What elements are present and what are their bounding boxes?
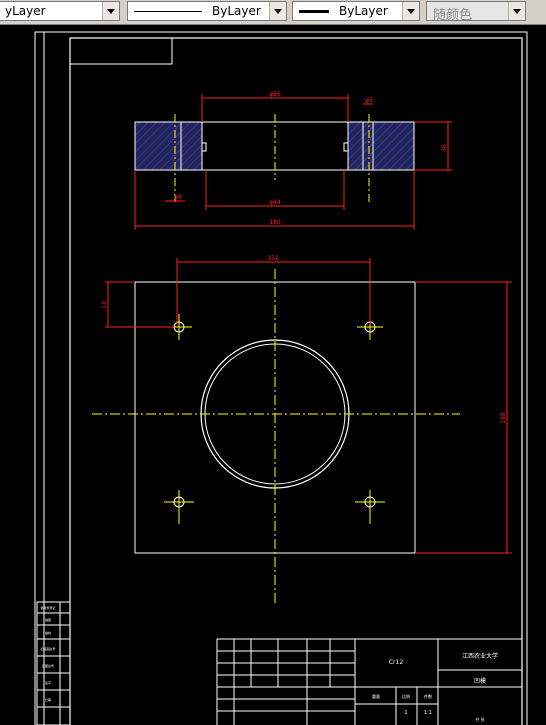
side-table — [36, 601, 71, 725]
ratio-value: 1:1 — [424, 710, 432, 716]
hatch-left — [135, 122, 202, 170]
section-view — [134, 114, 415, 202]
title-block — [216, 638, 523, 725]
side-label-1: 借用件登记 — [40, 605, 55, 610]
chevron-down-icon[interactable] — [508, 2, 525, 20]
linetype-sample — [134, 11, 202, 12]
inner-frame — [69, 37, 523, 725]
part-name: 凹模 — [474, 677, 486, 685]
linetype-dropdown[interactable]: ByLayer — [127, 1, 287, 21]
side-label-7: 日期 — [45, 697, 51, 702]
drawing-canvas[interactable]: φ86 φ5 30 φ8 φ44 180 — [0, 24, 546, 725]
qty-value: 1 — [404, 710, 407, 716]
top-left-label-box — [69, 37, 173, 65]
scale-label: 比例 — [402, 693, 410, 699]
plan-dimensions — [105, 258, 512, 554]
dim-overall: 180 — [269, 219, 281, 226]
plan-view — [92, 269, 460, 604]
lineweight-sample — [299, 10, 329, 13]
dim-hole-spacing: 152 — [267, 255, 279, 262]
layer-dropdown[interactable]: yLayer — [0, 1, 120, 21]
chevron-down-icon[interactable] — [102, 2, 119, 20]
color-dropdown[interactable]: 随颜色 — [426, 1, 526, 23]
linetype-value: ByLayer — [212, 4, 261, 18]
dim-left-offset: 13 — [101, 301, 108, 309]
outer-frame — [34, 31, 528, 725]
material-label: Cr12 — [389, 659, 403, 666]
properties-toolbar: yLayer ByLayer ByLayer 随颜色 — [0, 0, 546, 25]
chevron-down-icon[interactable] — [402, 2, 419, 20]
side-label-4: 旧底图总号 — [40, 646, 55, 651]
lineweight-dropdown[interactable]: ByLayer — [292, 1, 420, 21]
section-dimensions — [134, 94, 452, 230]
side-label-5: 底图总号 — [42, 663, 54, 668]
chevron-down-icon[interactable] — [269, 2, 286, 20]
side-label-6: 签字 — [45, 680, 51, 685]
hatch-right — [348, 122, 414, 170]
dim-right-height: 188 — [500, 412, 507, 424]
dim-top-width: φ86 — [269, 91, 281, 98]
count-label: 件数 — [424, 693, 432, 699]
dim-small-top: φ5 — [365, 97, 373, 104]
weight-label: 重量 — [372, 693, 380, 699]
bolt-hole-bottom-right — [355, 490, 385, 524]
bolt-hole-bottom-left — [164, 490, 194, 524]
sheet-label: 共 张 — [475, 716, 484, 722]
dim-height: 30 — [441, 144, 448, 152]
side-label-3: 描校 — [45, 630, 51, 635]
side-label-2: 描图 — [45, 617, 51, 622]
dim-left-hole: φ8 — [174, 194, 182, 201]
color-value: 随颜色 — [433, 8, 473, 23]
school-name: 江西农业大学 — [462, 652, 498, 660]
lineweight-value: ByLayer — [339, 4, 388, 18]
layer-value: yLayer — [5, 4, 46, 18]
dim-bottom-inner: φ44 — [269, 199, 281, 206]
